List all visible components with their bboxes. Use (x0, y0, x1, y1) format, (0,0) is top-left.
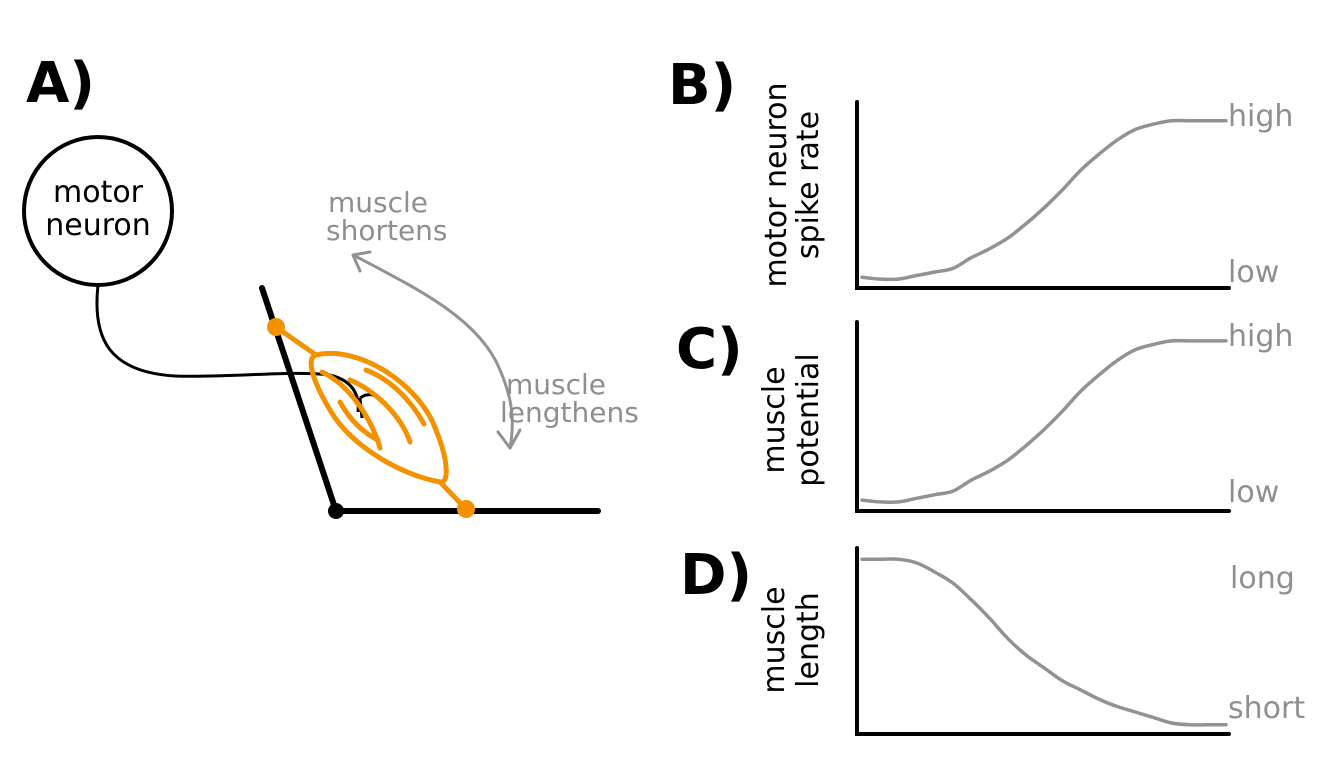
panel-b-letter: B) (668, 53, 736, 118)
panel-c-letter: C) (676, 317, 743, 382)
muscle (267, 318, 475, 518)
panel-b-axes (855, 100, 1231, 290)
panel-a-letter: A) (26, 51, 95, 116)
panel-d-short-label: short (1228, 691, 1305, 726)
motor-neuron-label-line1: motor (53, 175, 144, 210)
panel-c-axes (855, 320, 1231, 513)
panel-c-ylabel-line1: muscle (757, 366, 792, 473)
lengthens-label-line1: muscle (506, 368, 606, 401)
arrowhead-up-icon (351, 250, 372, 273)
panel-d-long-label: long (1230, 561, 1295, 596)
panel-b-low-label: low (1228, 255, 1279, 290)
panel-c-ylabel-line2: potential (791, 353, 826, 486)
panel-d-axes (855, 546, 1231, 736)
panel-d-curve (860, 557, 1228, 727)
panel-b-curve (860, 118, 1228, 282)
arrowhead-down-icon (496, 428, 522, 450)
joint-dot (328, 503, 344, 519)
panel-d-letter: D) (680, 543, 752, 608)
panel-c-curve (860, 338, 1228, 505)
panel-c-high-label: high (1228, 319, 1293, 354)
panel-d-ylabel-line1: muscle (757, 586, 792, 693)
panel-c-low-label: low (1228, 475, 1279, 510)
panel-b-ylabel-line2: spike rate (791, 111, 826, 259)
panel-b-high-label: high (1228, 99, 1293, 134)
lengthens-label-line2: lengthens (500, 396, 639, 429)
panel-b-ylabel-line1: motor neuron (759, 82, 794, 287)
shortens-label-line2: shortens (326, 214, 448, 247)
motor-neuron-label-line2: neuron (45, 208, 151, 243)
shortens-label-line1: muscle (328, 186, 428, 219)
motion-arc (353, 254, 514, 450)
panel-d-ylabel-line2: length (791, 592, 826, 688)
axon-line (95, 284, 360, 413)
